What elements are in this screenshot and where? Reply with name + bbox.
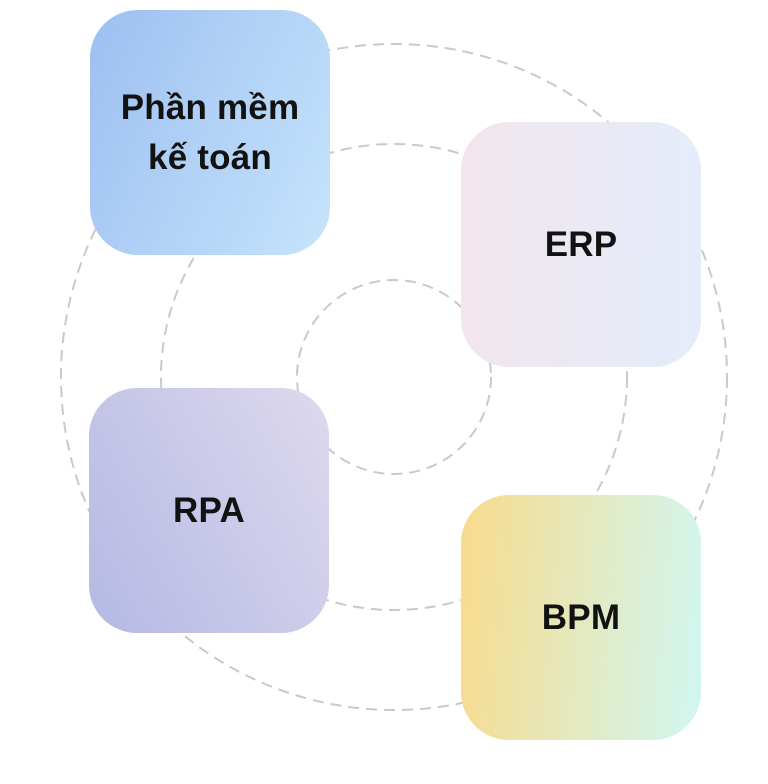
card-erp-label: ERP — [544, 224, 618, 264]
card-accounting-software-label: Phần mềm kế toán — [120, 87, 300, 177]
card-bpm: BPM — [461, 495, 701, 740]
card-erp: ERP — [461, 122, 701, 367]
card-accounting-software: Phần mềm kế toán — [90, 10, 330, 255]
card-bpm-label: BPM — [541, 597, 621, 637]
card-rpa-label: RPA — [173, 490, 245, 530]
card-rpa: RPA — [89, 388, 329, 633]
